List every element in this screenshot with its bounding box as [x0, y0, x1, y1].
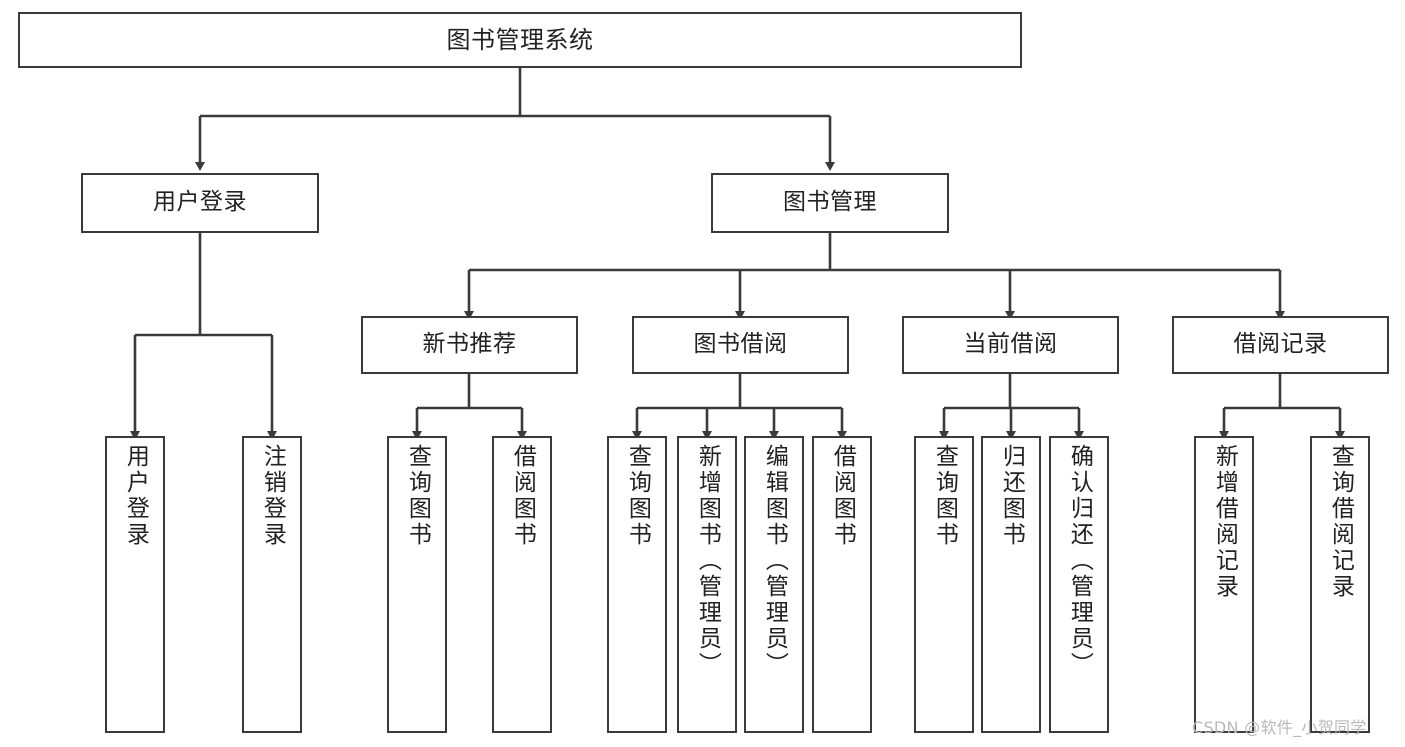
node-book-borrow[interactable]: 图书借阅 [632, 316, 849, 374]
leaf-borrow-borrow-book[interactable]: 借阅图书 [812, 436, 872, 733]
leaf-current-confirm-return-label: 确认归还（管理员） [1066, 444, 1093, 678]
node-root-system-label: 图书管理系统 [446, 25, 594, 54]
leaf-user-login-label: 用户登录 [122, 444, 149, 548]
node-borrow-records[interactable]: 借阅记录 [1172, 316, 1389, 374]
leaf-current-query-book[interactable]: 查询图书 [914, 436, 974, 733]
leaf-current-query-book-label: 查询图书 [931, 444, 958, 548]
leaf-newbook-query-book[interactable]: 查询图书 [387, 436, 447, 733]
leaf-borrow-add-book[interactable]: 新增图书（管理员） [677, 436, 737, 733]
leaf-current-return-book-label: 归还图书 [998, 444, 1025, 548]
node-book-manage[interactable]: 图书管理 [711, 173, 949, 233]
leaf-logout[interactable]: 注销登录 [242, 436, 302, 733]
node-root-system[interactable]: 图书管理系统 [18, 12, 1022, 68]
leaf-borrow-query-book[interactable]: 查询图书 [607, 436, 667, 733]
node-user-login[interactable]: 用户登录 [81, 173, 319, 233]
leaf-borrow-edit-book[interactable]: 编辑图书（管理员） [744, 436, 804, 733]
node-current-borrow[interactable]: 当前借阅 [902, 316, 1119, 374]
node-book-borrow-label: 图书借阅 [693, 331, 788, 358]
node-new-book-recommend[interactable]: 新书推荐 [361, 316, 578, 374]
leaf-logout-label: 注销登录 [259, 444, 286, 548]
leaf-borrow-edit-book-label: 编辑图书（管理员） [761, 444, 788, 678]
leaf-records-query-record[interactable]: 查询借阅记录 [1310, 436, 1370, 733]
leaf-borrow-query-book-label: 查询图书 [624, 444, 651, 548]
leaf-borrow-borrow-book-label: 借阅图书 [829, 444, 856, 548]
node-user-login-label: 用户登录 [153, 189, 247, 216]
leaf-newbook-borrow-book[interactable]: 借阅图书 [492, 436, 552, 733]
leaf-newbook-query-book-label: 查询图书 [404, 444, 431, 548]
leaf-current-confirm-return[interactable]: 确认归还（管理员） [1049, 436, 1109, 733]
leaf-current-return-book[interactable]: 归还图书 [981, 436, 1041, 733]
leaf-records-add-record[interactable]: 新增借阅记录 [1194, 436, 1254, 733]
leaf-user-login[interactable]: 用户登录 [105, 436, 165, 733]
node-current-borrow-label: 当前借阅 [963, 331, 1058, 358]
node-borrow-records-label: 借阅记录 [1233, 331, 1328, 358]
csdn-watermark: CSDN @软件_小贺同学 [1192, 718, 1367, 737]
leaf-borrow-add-book-label: 新增图书（管理员） [694, 444, 721, 678]
node-book-manage-label: 图书管理 [783, 189, 877, 216]
leaf-records-add-record-label: 新增借阅记录 [1211, 444, 1238, 600]
node-new-book-recommend-label: 新书推荐 [422, 331, 517, 358]
leaf-newbook-borrow-book-label: 借阅图书 [509, 444, 536, 548]
leaf-records-query-record-label: 查询借阅记录 [1327, 444, 1354, 600]
